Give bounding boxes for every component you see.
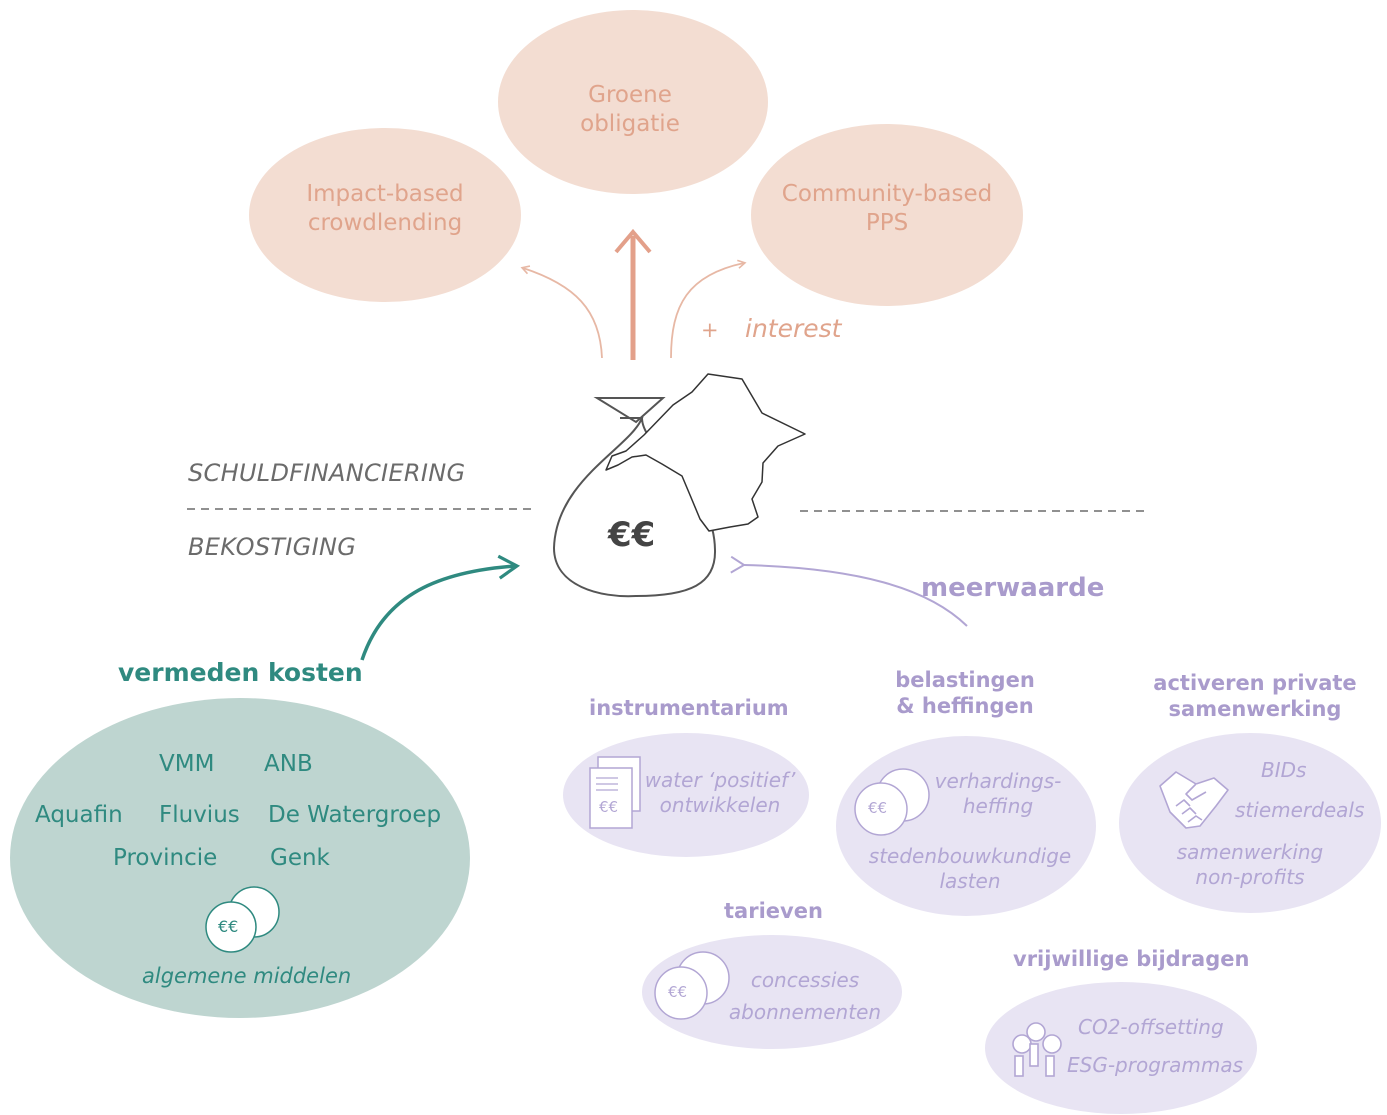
- private-line4: non-profits: [1195, 865, 1305, 889]
- instrumentarium-text: water ‘positief’ ontwikkelen: [640, 768, 800, 818]
- vermeden-arrow: [360, 554, 521, 661]
- belastingen-title2: & heffingen: [896, 694, 1034, 719]
- private-samenwerking-title: activeren private samenwerking: [1150, 670, 1360, 723]
- community-pps-label: Community-based PPS: [767, 180, 1007, 238]
- meerwaarde-title: meerwaarde: [921, 573, 1105, 603]
- vrijwillige-line2: ESG-programmas: [1067, 1053, 1244, 1077]
- tarieven-line1: concessies: [750, 968, 860, 992]
- handshake-icon: [1159, 771, 1229, 829]
- interest-label: interest: [745, 314, 842, 343]
- arrow-head-groene: [614, 228, 652, 254]
- vrijwillige-title: vrijwillige bijdragen: [1013, 947, 1250, 971]
- instrumentarium-title: instrumentarium: [589, 696, 789, 720]
- people-icon: [1012, 1022, 1062, 1077]
- private-line1: BIDs: [1261, 758, 1307, 782]
- org-de-watergroep: De Watergroep: [268, 802, 442, 828]
- org-vmm: VMM: [159, 751, 215, 777]
- belastingen-title: belastingen & heffingen: [885, 667, 1045, 720]
- tarieven-line2: abonnementen: [728, 1000, 882, 1024]
- org-aquafin: Aquafin: [35, 802, 123, 828]
- community-pps-ellipse: [751, 124, 1023, 306]
- vermeden-kosten-title: vermeden kosten: [118, 658, 363, 687]
- arrow-to-crowdlending: [520, 265, 603, 359]
- document-icon: [589, 756, 641, 829]
- groene-line2: obligatie: [580, 110, 680, 137]
- impact-crowdlending-label: Impact-based crowdlending: [285, 180, 485, 238]
- meerwaarde-arrow: [730, 555, 968, 627]
- plus-sign: +: [701, 318, 719, 342]
- private-line3: samenwerking: [1176, 840, 1324, 864]
- groene-obligatie-ellipse: [498, 10, 768, 194]
- vermeden-kosten-ellipse: [10, 698, 470, 1018]
- instrumentarium-line2: ontwikkelen: [659, 793, 781, 817]
- vrijwillige-ellipse: [985, 982, 1257, 1114]
- impact-line1: Impact-based: [306, 181, 464, 207]
- private-line2: stiemerdeals: [1235, 798, 1365, 822]
- org-genk: Genk: [270, 845, 330, 871]
- org-fluvius: Fluvius: [159, 802, 240, 828]
- schuldfinanciering-label: SCHULDFINANCIERING: [188, 459, 466, 487]
- belastingen-line3: stedenbouwkundige: [868, 844, 1072, 868]
- vrijwillige-line1: CO2-offsetting: [1078, 1015, 1224, 1039]
- groene-obligatie-label: Groene obligatie: [530, 81, 730, 139]
- private-title2: samenwerking: [1168, 697, 1342, 722]
- arrow-to-community: [670, 259, 747, 359]
- org-provincie: Provincie: [113, 845, 218, 871]
- groene-line1: Groene: [588, 82, 672, 108]
- private-title1: activeren private: [1153, 671, 1357, 695]
- tarieven-text: concessies abonnementen: [722, 964, 888, 1028]
- genk-map-outline: [605, 373, 806, 532]
- stedenbouwkundige-text: stedenbouwkundige lasten: [860, 844, 1080, 894]
- coin-symbol: €€: [218, 917, 239, 936]
- instrumentarium-coin-symbol: €€: [599, 798, 619, 816]
- verhardingsheffing-text: verhardings- heffing: [920, 769, 1076, 819]
- impact-line2: crowdlending: [307, 209, 463, 236]
- coin-icon-belastingen: [854, 768, 930, 836]
- community-line2: PPS: [865, 209, 909, 236]
- belastingen-line1: verhardings-: [934, 769, 1062, 793]
- community-line1: Community-based: [781, 181, 993, 207]
- belastingen-coin-symbol: €€: [868, 799, 888, 817]
- belastingen-line2: heffing: [962, 794, 1034, 818]
- belastingen-title1: belastingen: [895, 668, 1035, 692]
- coin-icon: [205, 886, 280, 953]
- coin-icon-tarieven: [654, 951, 730, 1020]
- belastingen-line4: lasten: [939, 869, 1001, 893]
- impact-crowdlending-ellipse: [249, 128, 521, 302]
- tarieven-coin-symbol: €€: [668, 983, 688, 1001]
- bag-euro-symbol: €€: [608, 515, 656, 555]
- tarieven-title: tarieven: [724, 899, 823, 923]
- instrumentarium-line1: water ‘positief’: [644, 768, 796, 792]
- private-nonprofits-text: samenwerking non-profits: [1150, 840, 1350, 890]
- bekostiging-label: BEKOSTIGING: [188, 533, 357, 561]
- org-anb: ANB: [264, 751, 313, 777]
- algemene-middelen-caption: algemene middelen: [142, 964, 352, 988]
